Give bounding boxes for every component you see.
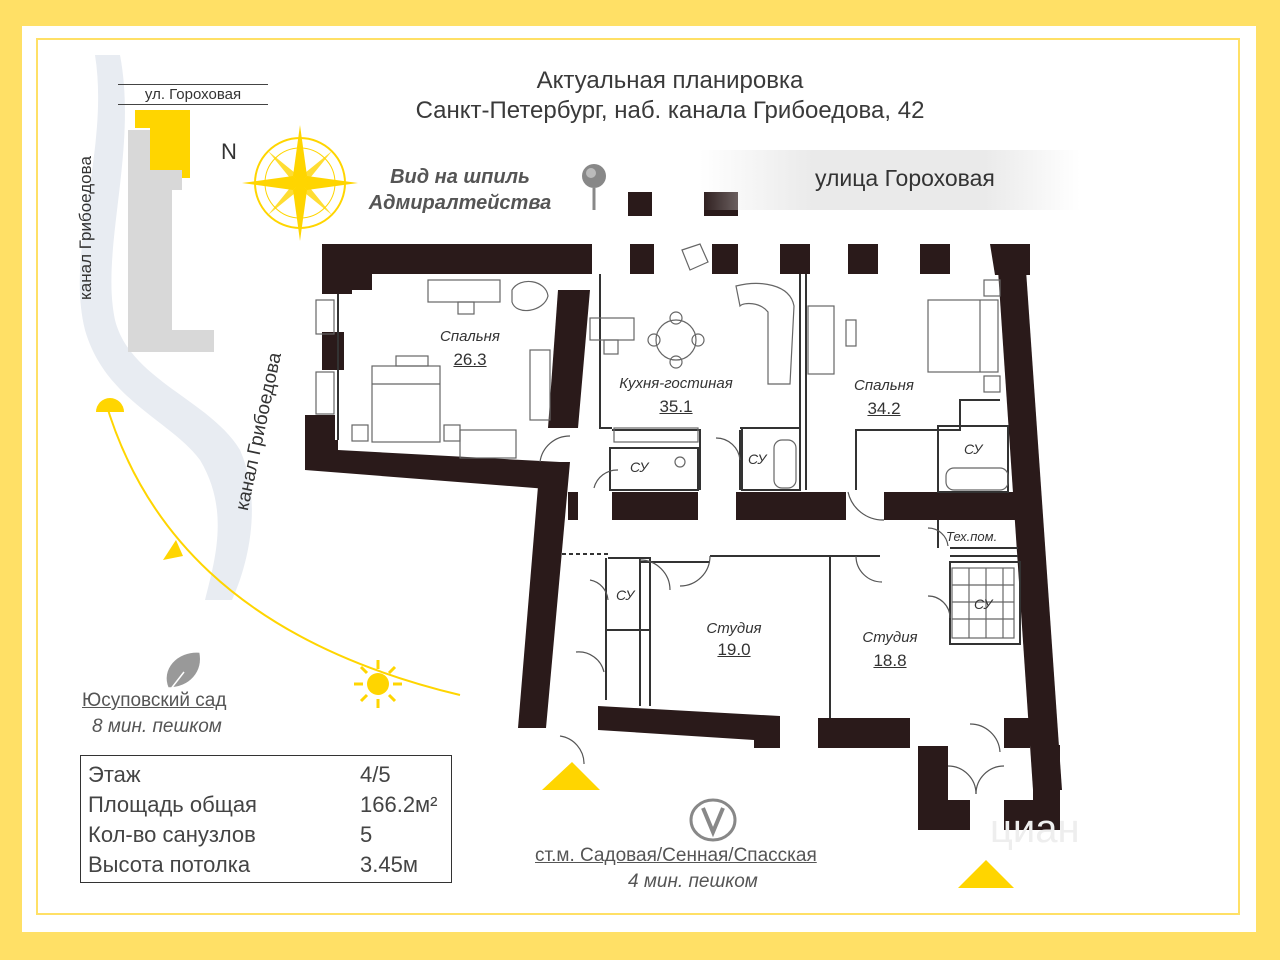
info-key: Высота потолка	[88, 852, 251, 877]
info-value: 166.2м²	[360, 792, 438, 817]
street-banner: улица Гороховая	[700, 150, 1080, 210]
metro-distance: 4 мин. пешком	[628, 871, 758, 892]
info-table: Этаж 4/5 Площадь общая 166.2м² Кол-во са…	[80, 755, 452, 883]
canal-river	[79, 55, 252, 600]
furniture	[315, 243, 1015, 639]
view-line-2: Адмиралтейства	[368, 192, 552, 214]
watermark: циан	[990, 807, 1080, 851]
walls	[305, 192, 1062, 830]
info-value: 4/5	[360, 762, 391, 787]
sun-direction-arrow	[163, 540, 183, 560]
info-value: 5	[360, 822, 373, 847]
metro-icon	[689, 798, 737, 842]
tech-room-label: Тех.пом.	[946, 529, 998, 544]
bathroom-label: СУ	[974, 596, 993, 612]
park-distance: 8 мин. пешком	[92, 716, 222, 737]
room-area-bedroom-1: 26.3	[453, 350, 487, 369]
sun-path-arc	[104, 399, 461, 696]
room-area-kitchen: 35.1	[659, 397, 693, 416]
info-value: 3.45м	[360, 852, 418, 877]
leaf-icon	[165, 651, 202, 691]
view-label: Вид на шпиль Адмиралтейства	[360, 164, 560, 216]
compass-icon	[242, 125, 358, 241]
door-swings	[539, 435, 1005, 795]
park-name: Юсуповский сад	[82, 690, 227, 711]
room-name-studio-2: Студия	[862, 629, 918, 646]
sun-icon	[354, 660, 402, 708]
metro-name: ст.м. Садовая/Сенная/Спасская	[535, 845, 817, 866]
entrance-arrow-right	[958, 860, 1014, 888]
inner-frame	[36, 38, 1240, 915]
view-line-1: Вид на шпиль	[390, 166, 530, 188]
room-area-studio-2: 18.8	[873, 651, 907, 670]
entrance-arrow-left	[542, 762, 600, 790]
plan-title: Актуальная планировка Санкт-Петербург, н…	[300, 66, 1040, 126]
info-key: Площадь общая	[88, 792, 257, 817]
info-key: Кол-во санузлов	[88, 822, 256, 847]
bathroom-label: СУ	[964, 441, 983, 457]
room-area-studio-1: 19.0	[717, 640, 751, 659]
bathroom-label: СУ	[748, 451, 767, 467]
bathroom-label: СУ	[616, 587, 635, 603]
bathroom-label: СУ	[630, 459, 649, 475]
room-name-bedroom-1: Спальня	[440, 328, 500, 345]
title-line-1: Актуальная планировка	[536, 67, 804, 94]
building-highlight-map	[135, 110, 190, 178]
city-block-map	[128, 128, 214, 352]
room-name-bedroom-2: Спальня	[854, 377, 914, 394]
sunrise-icon	[96, 398, 124, 412]
map-street-label: ул. Гороховая	[118, 84, 268, 105]
room-area-bedroom-2: 34.2	[867, 399, 901, 418]
info-key: Этаж	[88, 762, 141, 787]
thin-walls	[337, 274, 1021, 718]
street-banner-text: улица Гороховая	[815, 165, 995, 191]
location-pin-icon	[582, 164, 606, 210]
title-line-2: Санкт-Петербург, наб. канала Грибоедова,…	[415, 97, 925, 124]
canal-label-left: канал Грибоедова	[76, 156, 95, 300]
room-name-kitchen: Кухня-гостиная	[619, 375, 733, 392]
room-name-studio-1: Студия	[706, 620, 762, 637]
north-label: N	[221, 139, 237, 164]
